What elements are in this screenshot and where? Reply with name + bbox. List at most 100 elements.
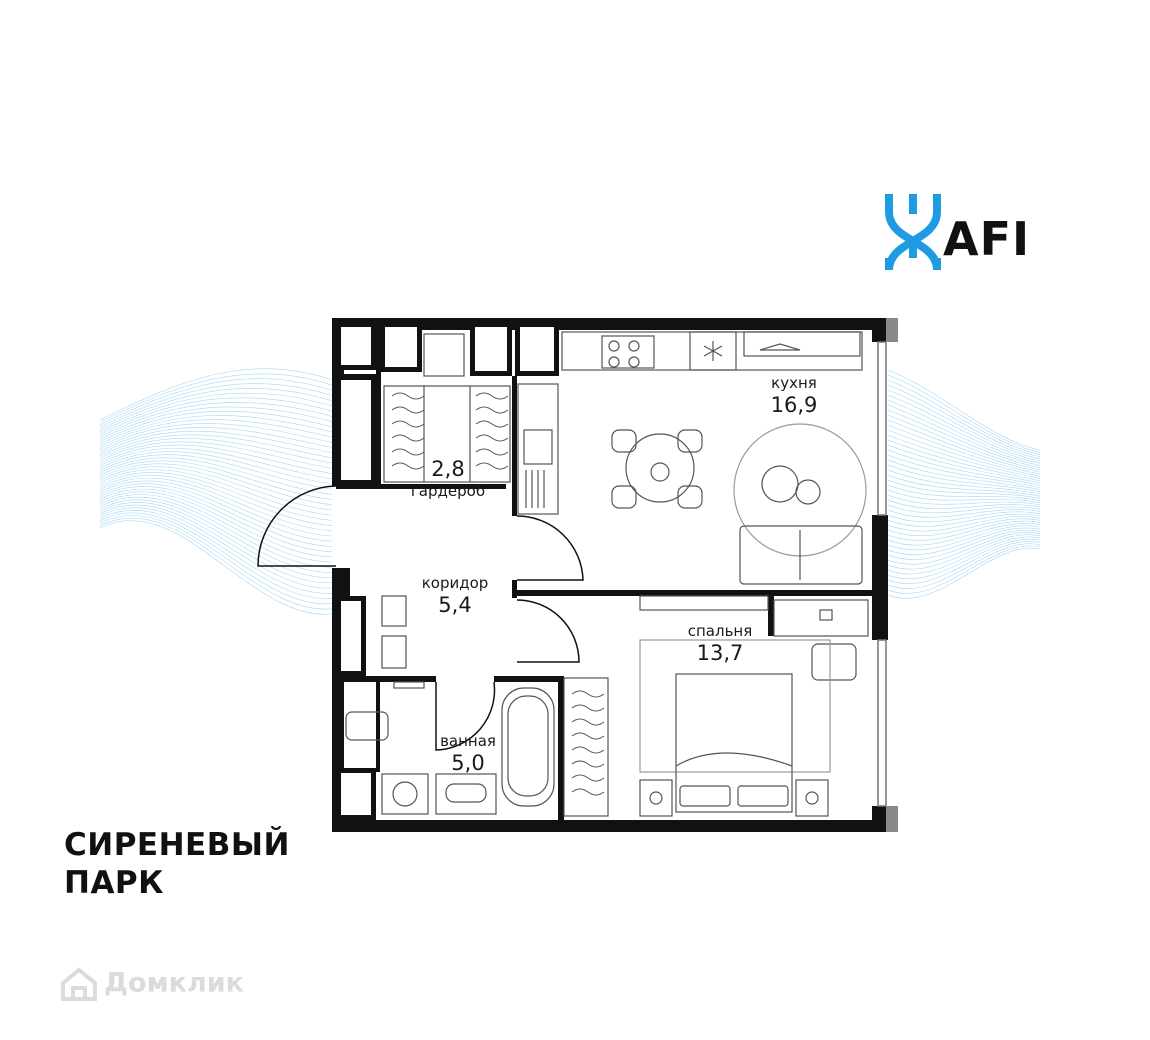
- wave-line: [887, 434, 1041, 479]
- wave-line: [99, 388, 333, 430]
- room-name: гардероб: [410, 482, 486, 500]
- wave-line: [887, 538, 1041, 580]
- hanger: [571, 704, 605, 712]
- hanger: [475, 406, 509, 414]
- hanger: [571, 774, 605, 782]
- wave-line: [887, 479, 1041, 499]
- wave-line: [887, 532, 1041, 565]
- storage-block-inners: [341, 327, 554, 815]
- wave-line: [99, 520, 333, 615]
- hanger: [391, 448, 425, 456]
- room-name: спальня: [687, 622, 753, 640]
- wave-line: [99, 512, 333, 599]
- wave-line: [887, 454, 1041, 488]
- armchair: [811, 643, 857, 681]
- wave-line: [99, 368, 333, 421]
- wave-line: [99, 383, 333, 428]
- decorative-waves-right: [887, 369, 1041, 599]
- wave-line: [99, 499, 333, 573]
- wave-line: [887, 444, 1041, 484]
- room-label-kitchen: кухня 16,9: [752, 374, 836, 418]
- wave-line: [99, 373, 333, 423]
- hanger: [391, 392, 425, 400]
- wave-line: [99, 472, 333, 521]
- wave-line: [887, 459, 1041, 490]
- wardrobe-hangers: [391, 392, 605, 796]
- hanger: [571, 760, 605, 768]
- hanger: [391, 420, 425, 428]
- washing-machine: [381, 773, 429, 815]
- wave-line: [887, 534, 1041, 570]
- dining-table: [625, 433, 695, 503]
- wave-line: [887, 489, 1041, 504]
- wave-line: [887, 536, 1041, 575]
- wave-line: [887, 509, 1041, 518]
- room-area: 2,8: [431, 457, 465, 481]
- wave-line: [99, 504, 333, 584]
- bathtub: [501, 687, 555, 807]
- room-name: кухня: [771, 374, 817, 392]
- wave-line: [887, 520, 1041, 541]
- wave-line: [99, 451, 333, 485]
- apartment-interior: [336, 322, 884, 824]
- wave-line: [99, 397, 333, 435]
- wave-line: [99, 415, 333, 445]
- tv-stand: [639, 595, 769, 611]
- hanger: [391, 434, 425, 442]
- hanger: [475, 448, 509, 456]
- wave-line: [887, 369, 1041, 451]
- hanger: [391, 462, 425, 470]
- wave-line: [99, 496, 333, 568]
- wave-line: [887, 513, 1041, 527]
- wave-line: [887, 474, 1041, 497]
- wave-line: [99, 502, 333, 578]
- wave-line: [99, 441, 333, 469]
- wave-line: [887, 527, 1041, 555]
- wave-line: [887, 543, 1041, 589]
- house-icon: [61, 967, 97, 1001]
- wave-line: [99, 510, 333, 594]
- room-label-bathroom: ванная 5,0: [430, 732, 506, 776]
- fridge: [689, 331, 737, 371]
- project-title: СИРЕНЕВЫЙ ПАРК: [64, 826, 290, 902]
- hanger: [391, 406, 425, 414]
- wave-line: [887, 439, 1041, 482]
- wave-line: [99, 454, 333, 490]
- wave-line: [99, 410, 333, 442]
- wave-line: [887, 399, 1041, 464]
- nightstand-right: [795, 779, 829, 817]
- wave-line: [887, 469, 1041, 495]
- room-area: 16,9: [770, 393, 818, 417]
- wave-line: [99, 423, 333, 450]
- wave-line: [99, 430, 333, 454]
- wave-line: [99, 466, 333, 511]
- windows: [877, 318, 898, 832]
- wave-line: [99, 469, 333, 516]
- wave-line: [887, 394, 1041, 462]
- wave-line: [99, 378, 333, 426]
- wave-line: [99, 488, 333, 552]
- wave-line: [887, 424, 1041, 475]
- wave-line: [99, 444, 333, 474]
- wave-line: [99, 486, 333, 547]
- wave-line: [99, 483, 333, 542]
- room-area: 5,4: [438, 593, 472, 617]
- wave-line: [887, 518, 1041, 537]
- wave-line: [887, 429, 1041, 477]
- wave-line: [99, 463, 333, 506]
- wave-line: [99, 427, 333, 452]
- wave-line: [99, 392, 333, 433]
- room-label-wardrobe: 2,8 гардероб: [398, 456, 498, 500]
- hanger: [475, 434, 509, 442]
- wave-line: [887, 404, 1041, 466]
- wave-line: [99, 434, 333, 459]
- snowflake-icon: [703, 341, 723, 361]
- wave-line: [887, 511, 1041, 523]
- room-name: ванная: [440, 732, 496, 750]
- wave-line: [887, 547, 1041, 599]
- room-area: 13,7: [696, 641, 744, 665]
- hanger: [571, 718, 605, 726]
- wave-line: [887, 545, 1041, 594]
- desk: [773, 599, 869, 637]
- wave-line: [887, 525, 1041, 551]
